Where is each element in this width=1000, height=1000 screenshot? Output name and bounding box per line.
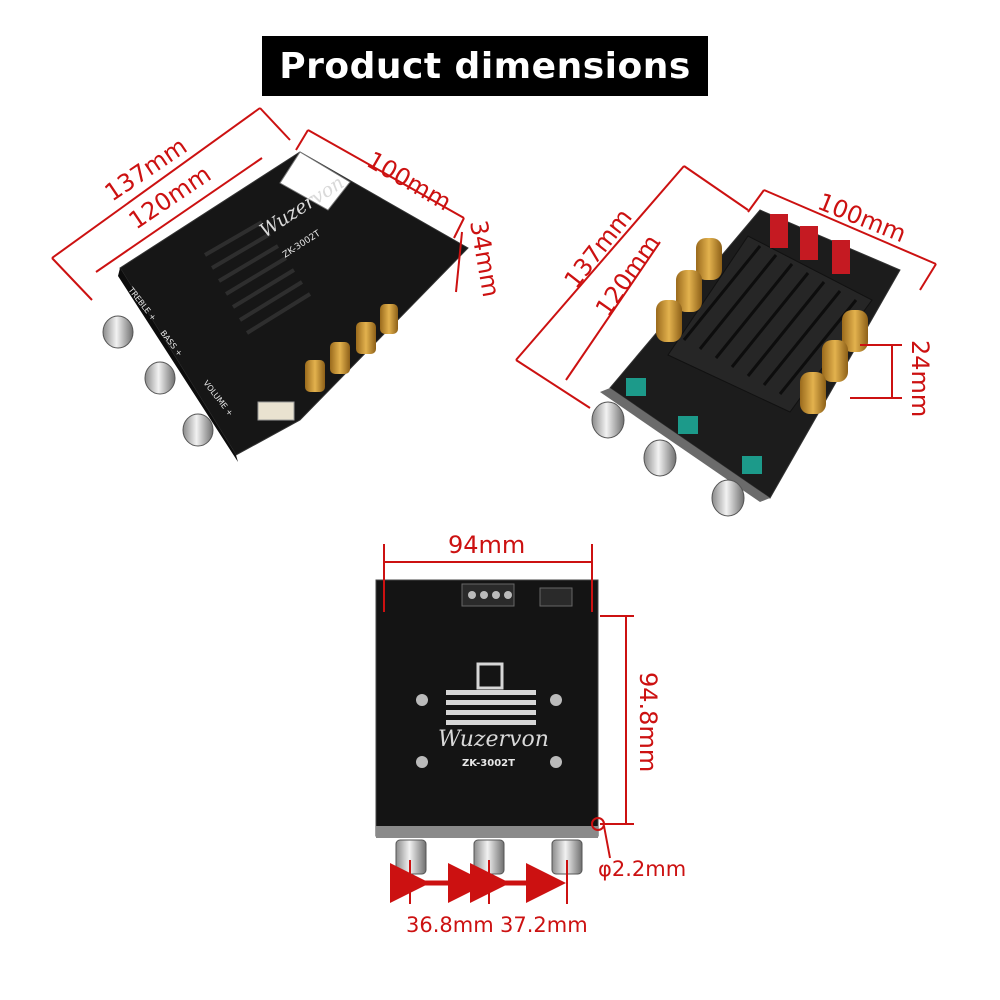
- bottom-view-emblem: [446, 662, 536, 725]
- mount-hole: [416, 756, 428, 768]
- bottom-view-panel: [376, 826, 598, 838]
- page-title: Product dimensions: [262, 36, 708, 96]
- mount-hole: [550, 756, 562, 768]
- spacing-right: 37.2mm: [500, 913, 588, 937]
- top-view: Wuzervon ZK-3002T TREBLE + BASS + VOLUME…: [51, 107, 505, 462]
- bottom-view-board: [375, 579, 599, 837]
- top-view-knobs: [102, 315, 214, 447]
- top-view-edge: [118, 268, 238, 462]
- mount-hole: [550, 694, 562, 706]
- angle-height: 24mm: [906, 340, 934, 417]
- red-terminals: [770, 214, 850, 274]
- top-height: 34mm: [464, 218, 505, 299]
- page-title-text: Product dimensions: [279, 45, 691, 87]
- mount-hole: [416, 694, 428, 706]
- spacing-left: 36.8mm: [406, 913, 494, 937]
- bottom-view-model: ZK-3002T: [462, 758, 515, 769]
- bottom-view-brand: Wuzervon: [438, 727, 549, 752]
- angle-view-capacitors: [656, 238, 868, 414]
- top-view-dimension-lines: [51, 107, 465, 301]
- bottom-height: 94.8mm: [634, 672, 662, 772]
- heatsink-fins: [682, 245, 858, 395]
- heatsink: [667, 235, 873, 413]
- hole-diameter: φ2.2mm: [598, 857, 686, 881]
- angle-view-knobs: [591, 401, 745, 517]
- angle-view-panel: [600, 388, 770, 502]
- top-view-cutout: [279, 151, 351, 211]
- teal-potentiometers: [626, 378, 762, 474]
- top-view-connector: [257, 401, 295, 421]
- bottom-view-header: [461, 583, 573, 607]
- angle-view-dimension-lines: [515, 165, 937, 409]
- angle-view: 137mm 120mm 100mm 24mm: [515, 165, 937, 517]
- bottom-view: Wuzervon ZK-3002T 94mm 94.8mm φ2.2: [375, 531, 686, 937]
- vent-grille: [203, 220, 312, 335]
- top-view-capacitors: [305, 304, 398, 392]
- bottom-width: 94mm: [448, 531, 525, 559]
